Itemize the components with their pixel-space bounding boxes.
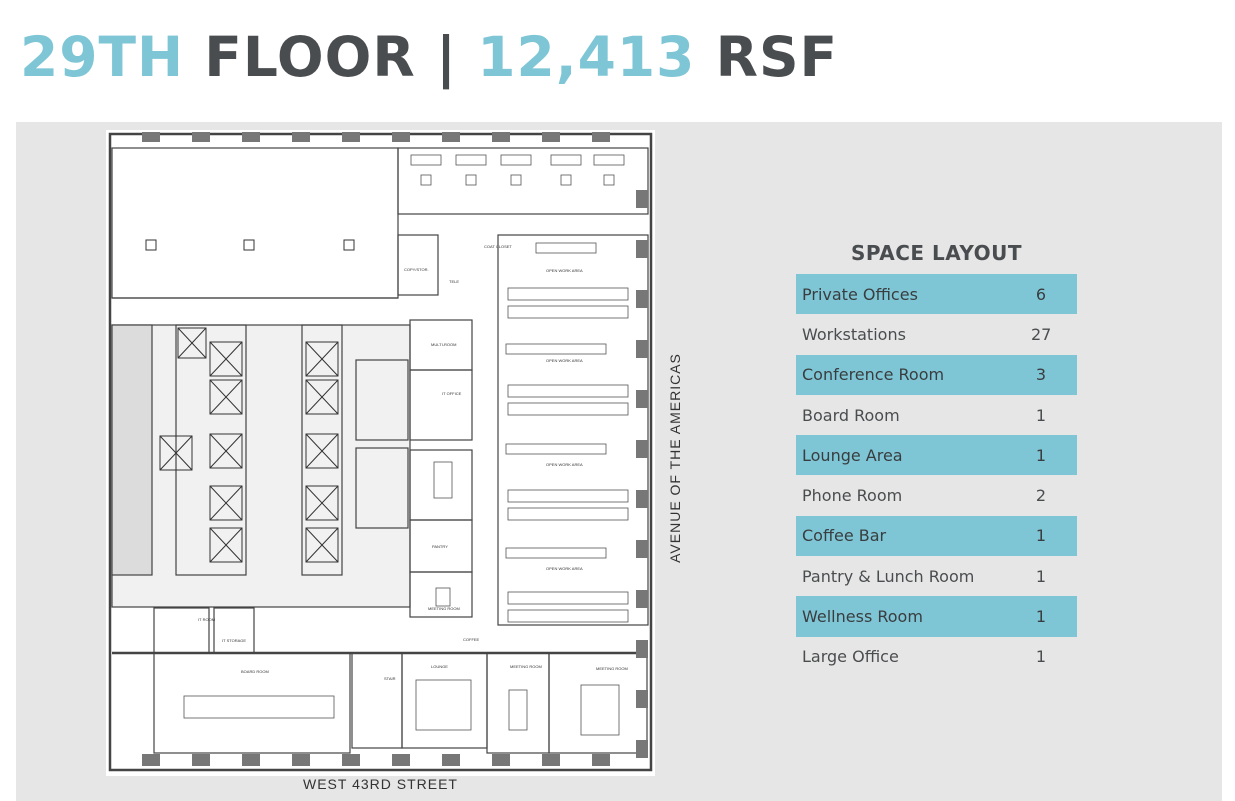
layout-row: Workstations 27: [796, 314, 1077, 354]
label-open-work-area-4: OPEN WORK AREA: [546, 566, 583, 571]
row-label: Board Room: [802, 405, 900, 425]
row-label: Private Offices: [802, 284, 918, 304]
title-separator: |: [435, 25, 458, 89]
space-layout-heading: SPACE LAYOUT: [851, 241, 1022, 265]
row-label: Workstations: [802, 324, 906, 344]
label-copy-store: COPY/STOR.: [404, 267, 429, 272]
row-value: 1: [1035, 607, 1047, 627]
label-open-work-area-3: OPEN WORK AREA: [546, 462, 583, 467]
label-it-storage: IT STORAGE: [222, 638, 246, 643]
label-coffee: COFFEE: [463, 637, 480, 642]
label-pantry: PANTRY: [432, 544, 448, 549]
layout-row: Board Room 1: [796, 395, 1077, 435]
row-value: 6: [1035, 284, 1047, 304]
area-number: 12,413: [477, 25, 696, 89]
row-label: Conference Room: [802, 365, 945, 385]
floor-plan-drawing: OPEN WORK AREA OPEN WORK AREA OPEN WORK …: [108, 132, 653, 772]
layout-row: Conference Room 3: [796, 354, 1077, 395]
row-value: 27: [1031, 324, 1052, 344]
label-lounge: LOUNGE: [431, 664, 448, 669]
label-meeting-room-2: MEETING ROOM: [510, 664, 542, 669]
layout-row: Private Offices 6: [796, 274, 1077, 315]
street-label-bottom: WEST 43RD STREET: [303, 776, 458, 792]
row-label: Coffee Bar: [802, 526, 887, 546]
label-coat-closet: COAT CLOSET: [484, 244, 512, 249]
layout-row: Lounge Area 1: [796, 435, 1077, 476]
layout-row: Coffee Bar 1: [796, 515, 1077, 557]
row-label: Phone Room: [802, 486, 903, 506]
row-value: 1: [1035, 647, 1047, 667]
floor-plan: OPEN WORK AREA OPEN WORK AREA OPEN WORK …: [106, 130, 655, 776]
label-open-work-area-1: OPEN WORK AREA: [546, 268, 583, 273]
label-meeting-room-3: MEETING ROOM: [596, 666, 628, 671]
space-layout-table: Private Offices 6 Workstations 27 Confer…: [796, 274, 1077, 677]
row-value: 1: [1035, 526, 1047, 546]
area-unit: RSF: [715, 25, 839, 89]
row-value: 1: [1035, 445, 1047, 465]
layout-row: Large Office 1: [796, 637, 1077, 677]
page-title: 29TH FLOOR | 12,413 RSF: [20, 22, 838, 92]
label-it-office: IT OFFICE: [442, 391, 462, 396]
label-multi-room: MULTI-ROOM: [431, 342, 456, 347]
row-label: Wellness Room: [802, 607, 923, 627]
label-it-room: IT ROOM: [198, 617, 215, 622]
label-board-room: BOARD ROOM: [241, 669, 269, 674]
row-label: Lounge Area: [802, 445, 903, 465]
layout-row: Wellness Room 1: [796, 596, 1077, 637]
layout-row: Pantry & Lunch Room 1: [796, 556, 1077, 596]
label-tele: TELE: [449, 279, 459, 284]
street-label-right: AVENUE OF THE AMERICAS: [667, 353, 683, 563]
row-value: 1: [1035, 566, 1047, 586]
row-value: 2: [1035, 486, 1047, 506]
label-meeting-room-1: MEETING ROOM: [428, 606, 460, 611]
row-label: Large Office: [802, 647, 899, 667]
row-value: 1: [1035, 405, 1047, 425]
row-label: Pantry & Lunch Room: [802, 566, 975, 586]
layout-row: Phone Room 2: [796, 475, 1077, 515]
label-open-work-area-2: OPEN WORK AREA: [546, 358, 583, 363]
floor-word: FLOOR: [204, 25, 416, 89]
row-value: 3: [1035, 365, 1047, 385]
floor-number: 29TH: [20, 25, 185, 89]
label-stair: STAIR: [384, 676, 396, 681]
